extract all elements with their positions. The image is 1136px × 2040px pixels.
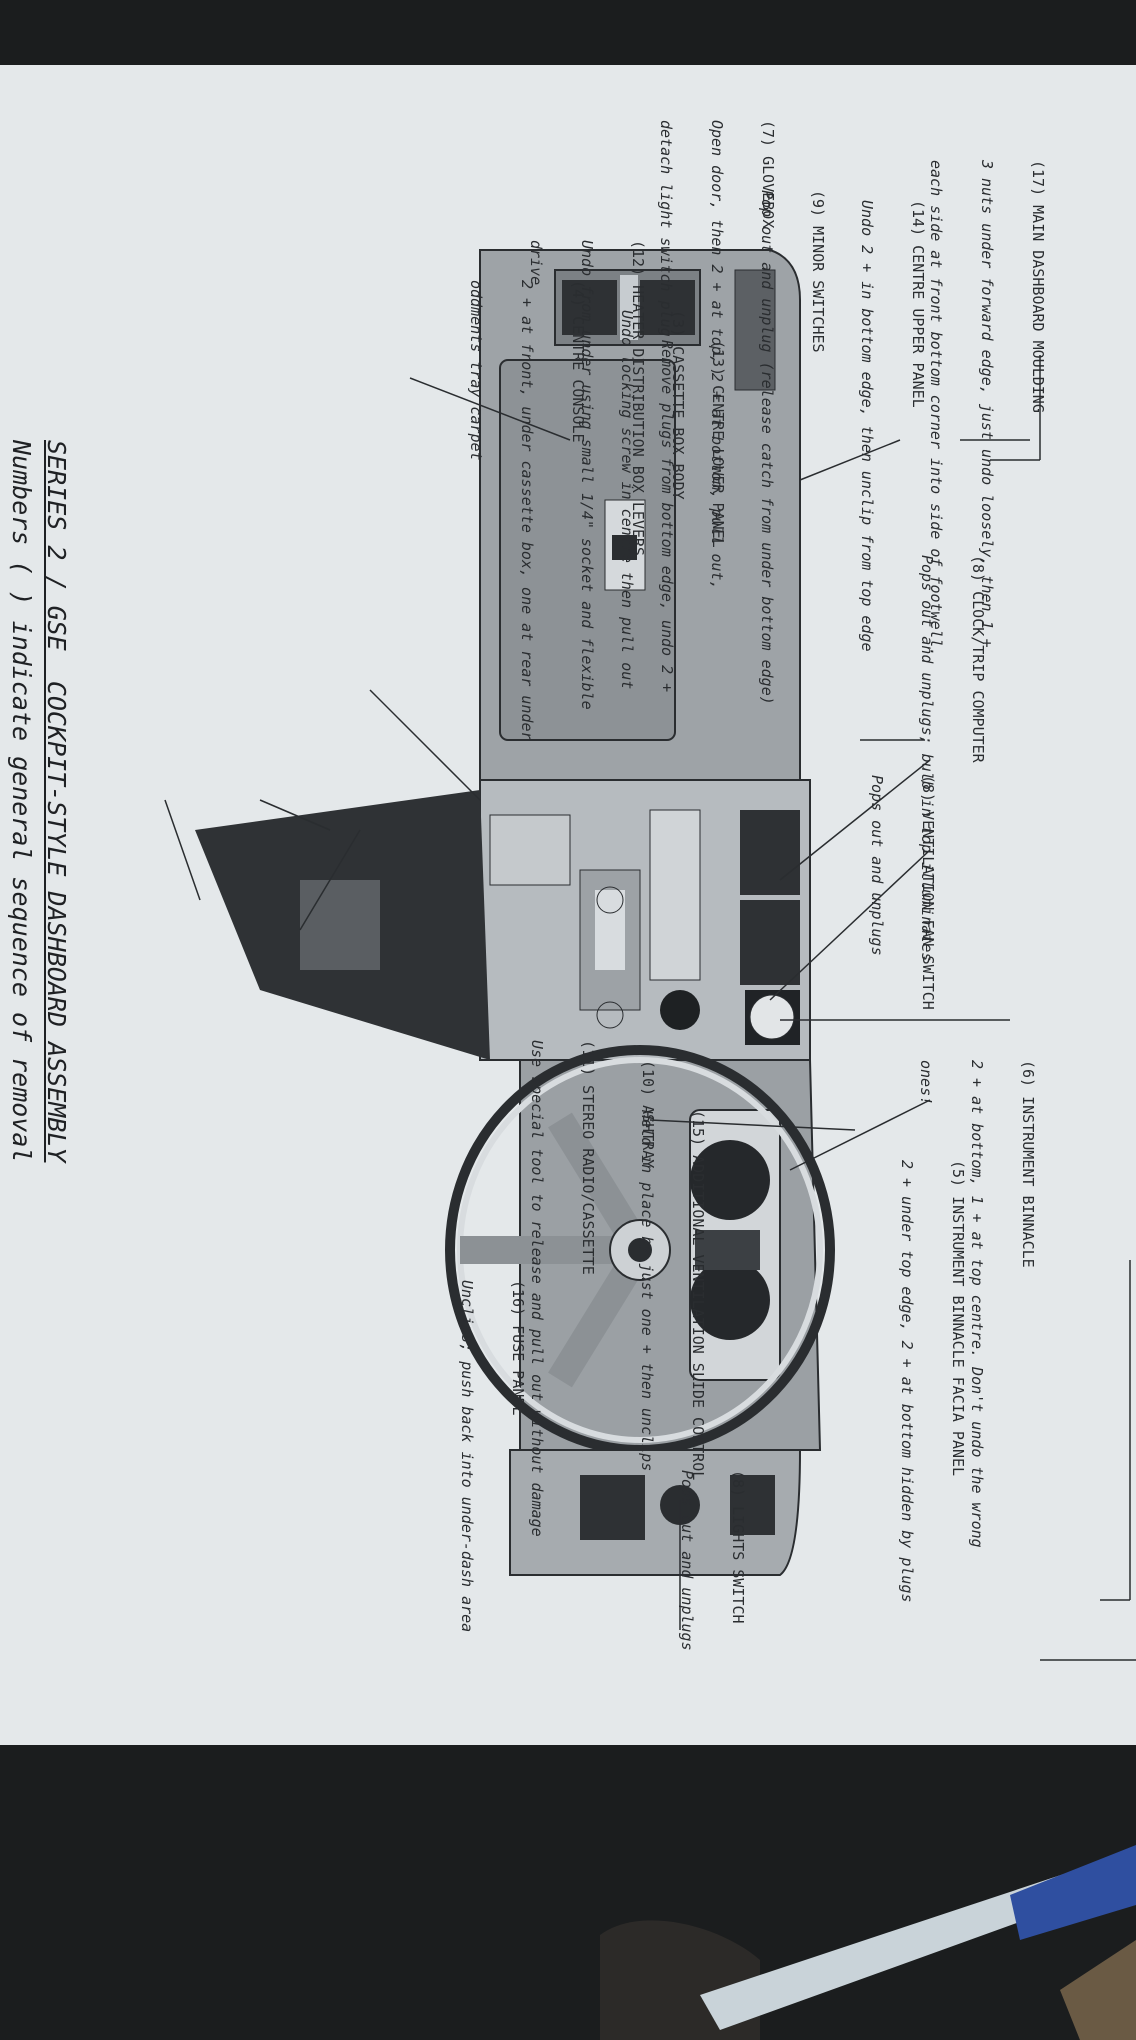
label-fuse-panel: (16) FUSE PANEL Unclips; push back into …	[458, 1280, 527, 1633]
right-dash-end	[509, 1449, 802, 1576]
label-ventilation-fan-switch: (8) VENTILATION FAN SWITCH Pops out and …	[868, 775, 937, 1010]
page-subtitle: Numbers ( ) indicate general sequence of…	[7, 440, 36, 1163]
label-centre-console: (4) CENTRE CONSOLE 2 + at front, under c…	[467, 280, 587, 741]
pen-clip-icon	[600, 1845, 1136, 2040]
rotated-annotation-layer: (17) MAIN DASHBOARD MOULDING 3 nuts unde…	[7, 120, 1100, 1740]
label-lights-switch: (8) LIGHTS SWITCH Pops out and unplugs	[678, 1470, 747, 1651]
label-instrument-binnacle-facia-panel: (5) INSTRUMENT BINNACLE FACIA PANEL 2 + …	[898, 1160, 967, 1603]
page-title: SERIES 2 / GSE COCKPIT-STYLE DASHBOARD A…	[42, 440, 71, 1163]
centre-panel	[479, 779, 811, 1061]
leader-lines	[164, 355, 1136, 1661]
glovebox	[499, 359, 676, 741]
